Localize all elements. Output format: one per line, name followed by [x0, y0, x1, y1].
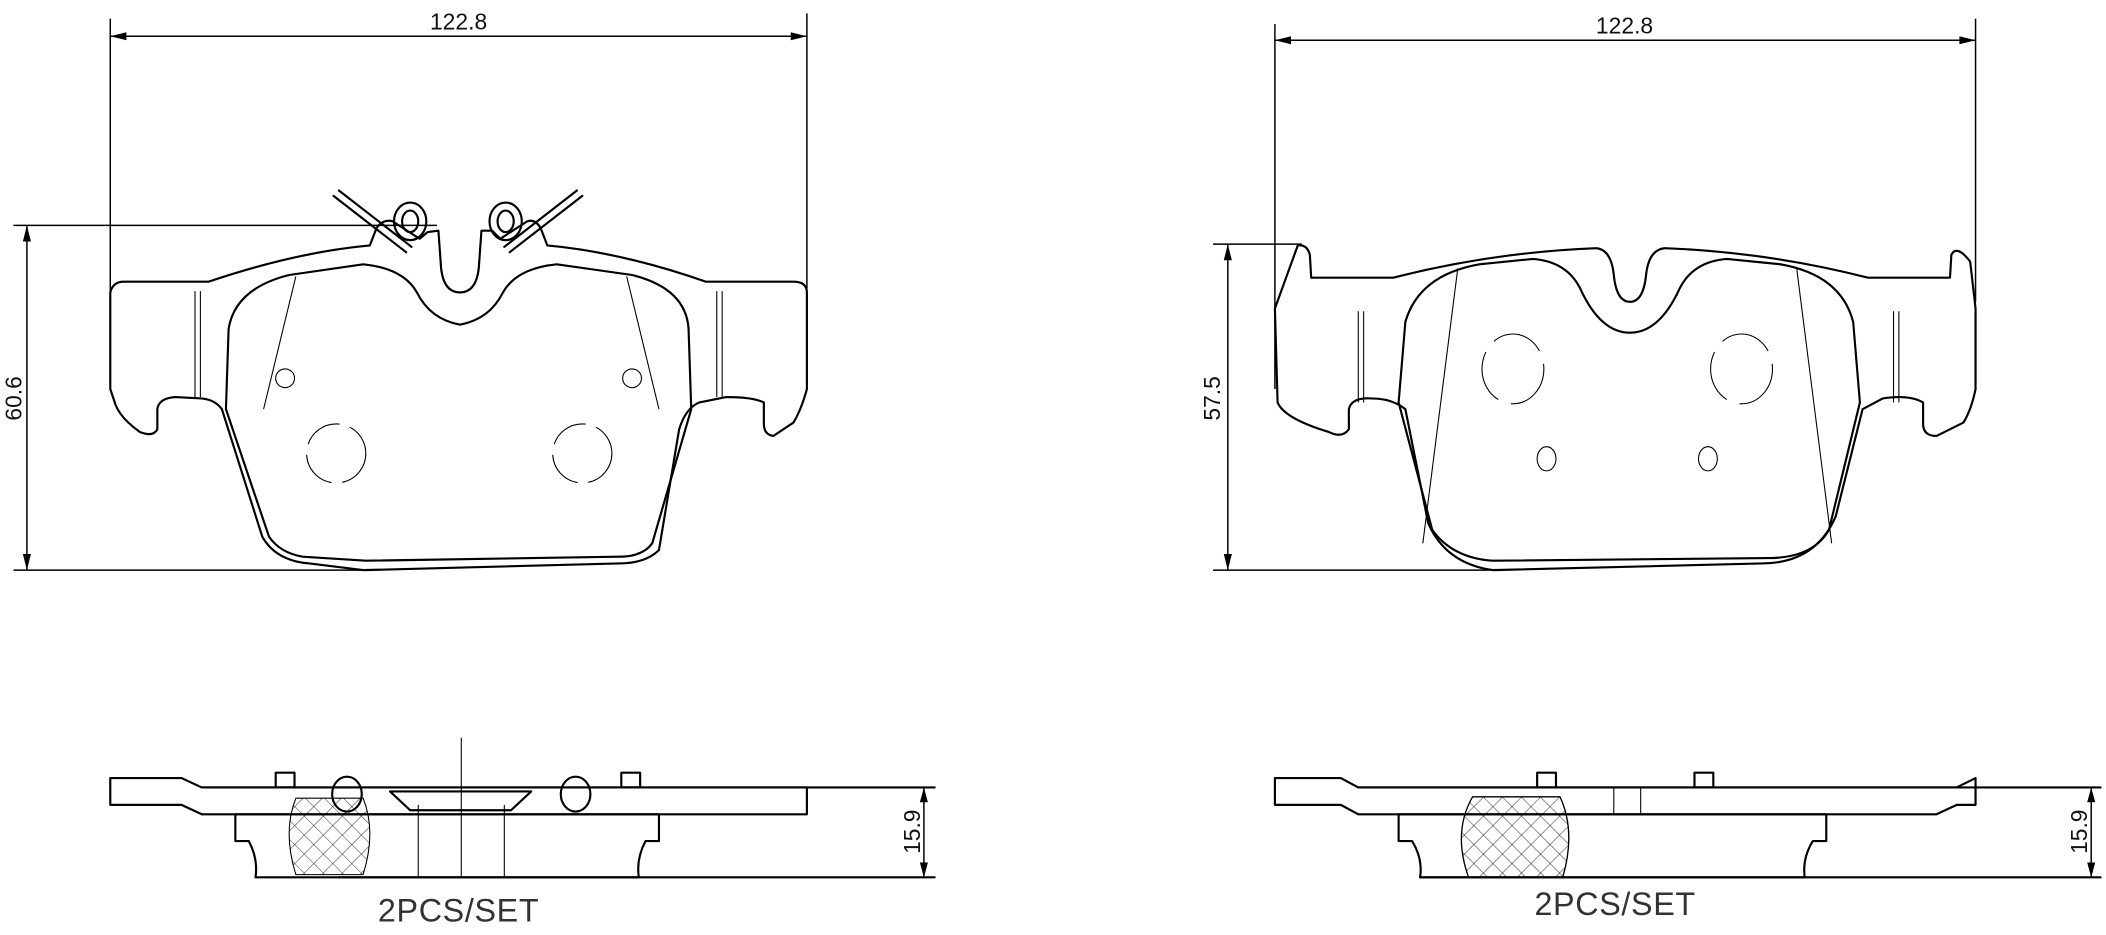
width-dimension-a: 122.8 — [109, 9, 808, 390]
shim-hatch-a — [288, 797, 371, 876]
pad-a-side-view: 15.9 2PCS/SET — [109, 737, 936, 929]
chamfer-line — [263, 276, 297, 410]
chamfer-line — [1422, 268, 1459, 544]
chamfer-line — [1796, 268, 1833, 544]
thickness-label-a: 15.9 — [899, 810, 925, 854]
pad-b-front-view: 122.8 57.5 — [1199, 13, 1977, 572]
anti-rattle-clip-left — [332, 189, 428, 254]
width-dimension-b: 122.8 — [1274, 13, 1977, 390]
height-label-a: 60.6 — [0, 376, 26, 420]
piston-mark — [1710, 333, 1774, 405]
hole — [1536, 446, 1557, 472]
width-label-b: 122.8 — [1596, 13, 1653, 39]
chamfer-line — [626, 276, 660, 410]
backing-plate-outline-a — [109, 219, 808, 572]
piston-mark — [1481, 333, 1545, 405]
hole — [622, 368, 643, 389]
height-label-b: 57.5 — [1199, 376, 1225, 420]
side-backing-plate-b — [1273, 776, 1977, 816]
piston-mark — [306, 423, 367, 484]
set-caption-b: 2PCS/SET — [1534, 886, 1695, 922]
height-dimension-b: 57.5 — [1199, 243, 1493, 571]
side-backing-plate-a — [109, 776, 808, 816]
friction-material-a — [224, 263, 693, 562]
backing-plate-outline-b — [1273, 244, 1977, 572]
thickness-label-b: 15.9 — [2066, 810, 2092, 854]
piston-mark — [552, 423, 613, 484]
width-label-a: 122.8 — [430, 9, 487, 35]
hole — [275, 368, 296, 389]
friction-material-b — [1397, 257, 1861, 562]
set-caption-a: 2PCS/SET — [378, 893, 539, 929]
hole — [1697, 446, 1718, 472]
anti-rattle-clip-right — [488, 189, 584, 254]
height-dimension-a: 60.6 — [0, 224, 438, 571]
pad-b-side-view: 15.9 2PCS/SET — [1273, 771, 2102, 922]
pad-a-front-view: 122.8 60.6 — [0, 9, 808, 572]
shim-hatch-b — [1460, 796, 1570, 878]
